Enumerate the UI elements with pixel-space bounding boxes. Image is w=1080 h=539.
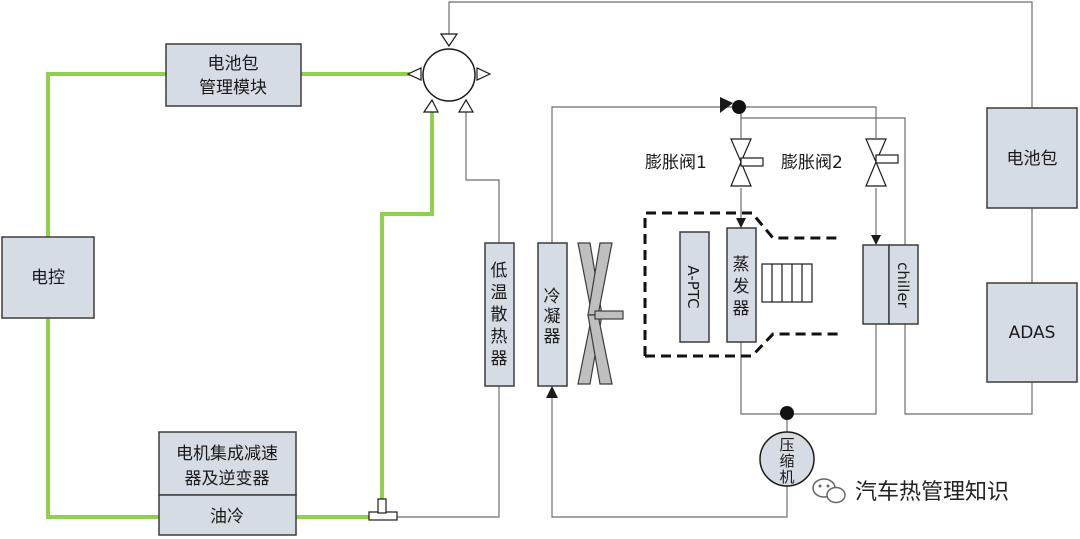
expansion-valve-2-label: 膨胀阀2 xyxy=(781,153,843,173)
battery-pack-label: 电池包 xyxy=(1007,149,1058,169)
wechat-icon xyxy=(812,478,846,504)
pipe-lines xyxy=(397,1,1033,518)
battery-mgmt-label-line1: 电池包 xyxy=(208,54,259,74)
a-ptc-label: A-PTC xyxy=(684,265,702,308)
compressor-char: 机 xyxy=(779,468,794,486)
radiator-char: 低 xyxy=(491,261,508,281)
evaporator-char: 蒸 xyxy=(733,255,750,275)
battery-management-module: 电池包 管理模块 xyxy=(165,43,302,107)
expansion-valve-1-label: 膨胀阀1 xyxy=(645,153,707,173)
blower-grid xyxy=(761,263,813,303)
evaporator-char: 器 xyxy=(733,299,750,319)
multiway-valve xyxy=(406,33,492,113)
expansion-valve-2: 膨胀阀2 xyxy=(781,138,899,187)
a-ptc-heater: A-PTC xyxy=(679,231,710,343)
chiller: chiller xyxy=(862,244,919,325)
hvac-housing xyxy=(643,211,840,358)
condenser-char: 冷 xyxy=(544,287,561,307)
oil-cooling-label: 油冷 xyxy=(210,507,244,527)
battery-pack: 电池包 xyxy=(986,107,1078,209)
compressor-char: 压 xyxy=(779,436,794,454)
motor-controller-label: 电控 xyxy=(31,268,65,288)
tee-joint xyxy=(368,498,398,521)
chiller-label: chiller xyxy=(894,262,912,308)
battery-mgmt-label-line2: 管理模块 xyxy=(199,78,267,98)
watermark: 汽车热管理知识 xyxy=(812,478,1009,505)
evaporator-char: 发 xyxy=(733,277,750,297)
radiator-char: 散 xyxy=(491,305,508,325)
motor-controller: 电控 xyxy=(1,236,95,319)
compressor: 压 缩 机 xyxy=(759,431,815,487)
adas-unit: ADAS xyxy=(986,282,1078,383)
radiator-char: 温 xyxy=(491,283,508,303)
junction-dot xyxy=(780,406,794,420)
motor-unit-label-line1: 电机集成减速 xyxy=(176,444,278,464)
adas-label: ADAS xyxy=(1009,323,1056,343)
low-temp-radiator: 低 温 散 热 器 xyxy=(484,242,515,387)
evaporator: 蒸 发 器 xyxy=(726,227,757,343)
motor-unit-label-line2: 器及逆变器 xyxy=(185,469,270,489)
condenser-char: 凝 xyxy=(544,307,561,327)
junction-dot xyxy=(732,100,746,114)
watermark-text: 汽车热管理知识 xyxy=(855,480,1009,505)
coolant-loop xyxy=(46,72,434,519)
fan-icon xyxy=(577,242,624,385)
radiator-char: 器 xyxy=(491,349,508,369)
expansion-valve-1: 膨胀阀1 xyxy=(645,138,764,187)
radiator-char: 热 xyxy=(491,327,508,347)
condenser: 冷 凝 器 xyxy=(537,242,568,387)
condenser-char: 器 xyxy=(544,327,561,347)
motor-drive-unit: 电机集成减速 器及逆变器 油冷 xyxy=(158,431,297,536)
compressor-char: 缩 xyxy=(779,452,794,470)
